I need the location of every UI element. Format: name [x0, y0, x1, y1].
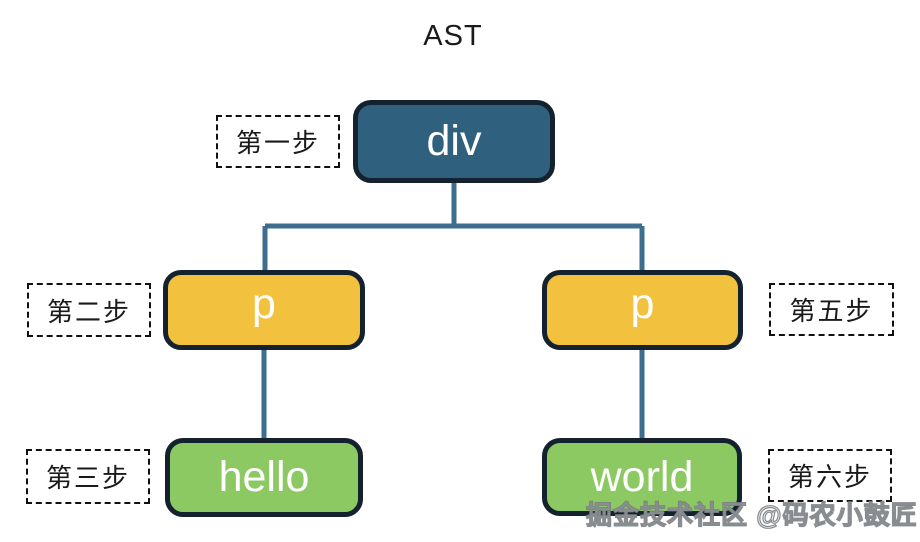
step-label-2-text: 第二步	[46, 296, 131, 327]
ast-node-p-right: p	[542, 270, 743, 350]
ast-node-hello-label: hello	[218, 453, 310, 501]
watermark: 掘金技术社区 @码农小鼓匠	[585, 499, 918, 530]
step-label-1-text: 第一步	[235, 128, 320, 158]
step-label-5-text: 第五步	[789, 296, 874, 326]
ast-node-p-left: p	[163, 270, 365, 350]
ast-node-world-label: world	[590, 452, 694, 501]
step-label-1: 第一步	[216, 115, 340, 168]
step-label-3-text: 第三步	[45, 463, 130, 493]
step-label-5: 第五步	[769, 283, 894, 336]
step-label-2: 第二步	[27, 283, 151, 337]
ast-node-p-right-label: p	[630, 279, 655, 328]
ast-node-p-left-label: p	[252, 279, 276, 328]
ast-node-world: world	[542, 438, 742, 516]
step-label-6: 第六步	[768, 449, 892, 502]
step-label-6-text: 第六步	[787, 462, 872, 492]
step-label-3: 第三步	[26, 449, 150, 504]
ast-node-div-label: div	[426, 117, 482, 165]
diagram-title: AST	[423, 20, 483, 52]
ast-node-hello: hello	[165, 438, 363, 517]
ast-node-div: div	[353, 100, 555, 183]
connector-root-branch	[262, 183, 645, 272]
